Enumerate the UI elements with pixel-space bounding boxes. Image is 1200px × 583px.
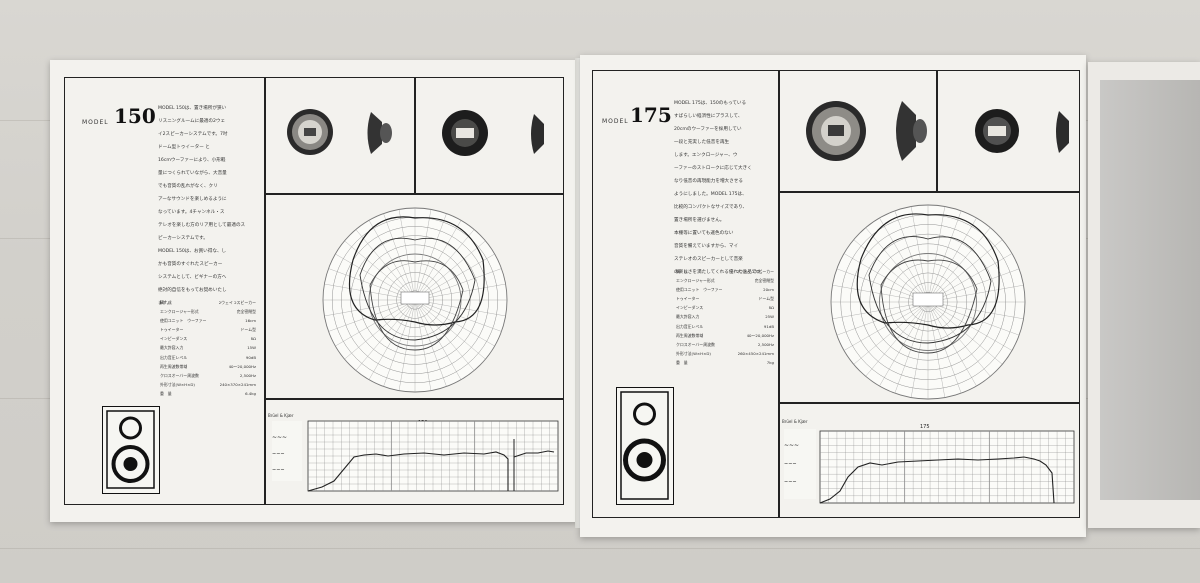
model-description: MODEL 175は、150のもっている すばらしい経済性にプラスして、 20c… [674, 101, 766, 275]
tweeter-photo [975, 109, 1069, 153]
freq-grid [819, 430, 1075, 504]
row-divider [778, 402, 1080, 404]
chart-brand-label: Brüel & Kjær [782, 419, 808, 424]
frequency-response-chart: ~~~ ~~~ ~~~ [784, 429, 1075, 504]
freq-grid [307, 420, 559, 492]
model-label: MODEL [82, 119, 109, 126]
polar-response-chart [830, 204, 1026, 400]
next-page-edge [1088, 62, 1200, 528]
speaker-drivers-graphic [620, 391, 669, 500]
svg-text:~~~: ~~~ [272, 467, 285, 473]
speaker-drivers-graphic [106, 410, 155, 489]
catalog-page-left: MODEL 150 MODEL 150は、置き場所が狭い リスニングルームに最適… [50, 60, 578, 522]
chart-model-tag: 175 [920, 424, 930, 430]
frequency-response-chart: ~~~ ~~~ ~~~ [272, 420, 559, 492]
svg-text:~~~: ~~~ [784, 442, 799, 449]
tweeter-photo [442, 110, 544, 156]
photo-divider [414, 77, 416, 194]
spec-row: エンクロージャー形式完全密閉型 [160, 309, 256, 315]
model-label: MODEL [602, 118, 629, 125]
svg-text:~~~: ~~~ [784, 479, 797, 485]
next-page-image [1100, 80, 1200, 500]
model-description: MODEL 150は、置き場所が狭い リスニングルームに最適の2ウェ イ2スピー… [158, 106, 246, 306]
page-frame [592, 70, 1080, 518]
woofer-photo [806, 101, 927, 161]
spec-row: 外形寸法(W×H×D)240×370×241mm [160, 381, 256, 387]
svg-text:~~~: ~~~ [272, 451, 285, 457]
spec-row: 外形寸法(W×H×D)260×450×241mm [676, 350, 774, 356]
spec-row: エンクロージャー形式完全密閉型 [676, 278, 774, 284]
spec-row: トゥイータードーム型 [676, 296, 774, 302]
woofer-photo [287, 109, 392, 155]
polar-response-chart [322, 207, 508, 393]
model-number: 175 [630, 103, 672, 127]
svg-text:~~~: ~~~ [272, 434, 287, 441]
chart-brand-label: Brüel & Kjær [268, 413, 294, 418]
photo-divider [936, 70, 938, 192]
model-number: 150 [114, 104, 156, 128]
catalog-page-right: MODEL 175 MODEL 175は、150のもっている すばらしい経済性に… [580, 55, 1086, 537]
row-divider [264, 398, 564, 400]
speaker-cabinet-icon [616, 387, 674, 505]
frequency-response-panel: Brüel & Kjær 175 ~~~ ~~~ ~~~ [778, 403, 1080, 518]
svg-text:~~~: ~~~ [784, 461, 797, 467]
row-divider [778, 191, 1080, 193]
column-divider [778, 70, 780, 518]
spec-row: トゥイータードーム型 [160, 327, 256, 333]
page-frame [64, 77, 564, 505]
speaker-cabinet-icon [102, 406, 160, 494]
book-spine [575, 58, 583, 528]
frequency-response-panel: Brüel & Kjær 150 ~~~ ~~~ ~~~ [264, 399, 564, 505]
column-divider [264, 77, 266, 505]
